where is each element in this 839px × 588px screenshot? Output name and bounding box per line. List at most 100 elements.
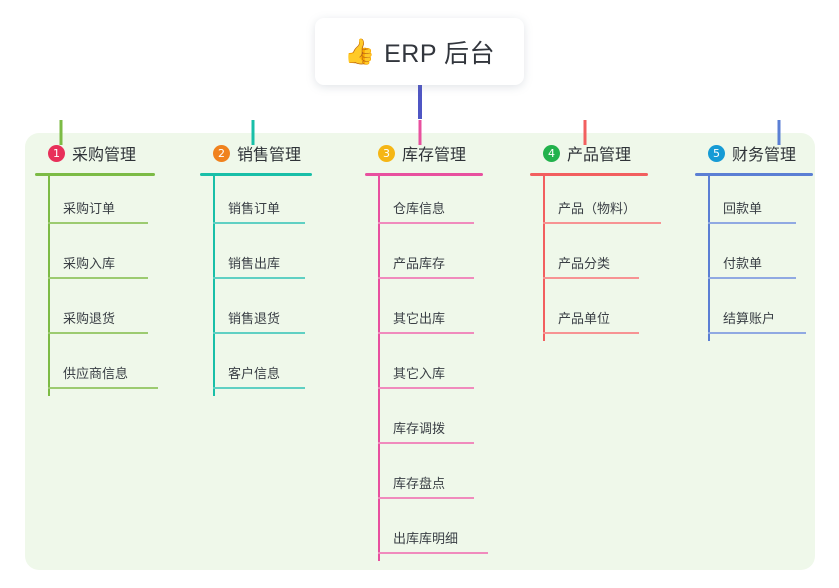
item-label: 产品单位 bbox=[558, 311, 611, 326]
item-rule bbox=[48, 332, 148, 334]
column-rule-5 bbox=[695, 173, 813, 176]
column-inventory: 3 库存管理 仓库信息 产品库存 其它出库 其它入库 bbox=[365, 133, 530, 561]
column-badge-5: 5 bbox=[708, 144, 725, 162]
column-rule-2 bbox=[200, 173, 312, 176]
root-title-card[interactable]: 👍 ERP 后台 bbox=[315, 18, 524, 85]
item-label: 仓库信息 bbox=[393, 201, 446, 216]
column-spine-1 bbox=[48, 176, 50, 396]
item-label: 产品分类 bbox=[558, 256, 611, 271]
column-purchase: 1 采购管理 采购订单 采购入库 采购退货 供应商信 bbox=[35, 133, 195, 396]
column-header-2[interactable]: 2 销售管理 bbox=[200, 133, 360, 173]
list-item[interactable]: 销售订单 bbox=[200, 176, 360, 231]
list-item[interactable]: 采购退货 bbox=[35, 286, 195, 341]
item-rule bbox=[213, 332, 305, 334]
item-rule bbox=[378, 222, 474, 224]
column-items-1: 采购订单 采购入库 采购退货 供应商信息 bbox=[35, 176, 195, 396]
item-label: 库存盘点 bbox=[393, 476, 446, 491]
item-label: 产品（物料） bbox=[558, 201, 637, 216]
column-header-3[interactable]: 3 库存管理 bbox=[365, 133, 530, 173]
item-rule bbox=[213, 277, 305, 279]
item-rule bbox=[543, 277, 639, 279]
column-items-4: 产品（物料） 产品分类 产品单位 bbox=[530, 176, 695, 341]
list-item[interactable]: 库存调拨 bbox=[365, 396, 530, 451]
column-finance: 5 财务管理 回款单 付款单 结算账户 bbox=[695, 133, 839, 341]
item-rule bbox=[378, 387, 474, 389]
column-rule-3 bbox=[365, 173, 483, 176]
column-badge-3: 3 bbox=[378, 144, 395, 162]
column-items-5: 回款单 付款单 结算账户 bbox=[695, 176, 839, 341]
item-rule bbox=[213, 222, 305, 224]
column-spine-2 bbox=[213, 176, 215, 396]
item-label: 采购退货 bbox=[63, 311, 116, 326]
thumbs-up-icon: 👍 bbox=[343, 37, 376, 66]
list-item[interactable]: 产品单位 bbox=[530, 286, 695, 341]
list-item[interactable]: 采购入库 bbox=[35, 231, 195, 286]
list-item[interactable]: 销售出库 bbox=[200, 231, 360, 286]
list-item[interactable]: 付款单 bbox=[695, 231, 839, 286]
item-label: 回款单 bbox=[723, 201, 763, 216]
column-title-1: 采购管理 bbox=[72, 147, 137, 164]
item-rule bbox=[378, 497, 474, 499]
item-rule bbox=[48, 222, 148, 224]
item-label: 其它出库 bbox=[393, 311, 446, 326]
list-item[interactable]: 其它入库 bbox=[365, 341, 530, 396]
list-item[interactable]: 出库库明细 bbox=[365, 506, 530, 561]
item-label: 付款单 bbox=[723, 256, 763, 271]
column-spine-3 bbox=[378, 176, 380, 561]
item-rule bbox=[378, 442, 474, 444]
item-rule bbox=[378, 552, 488, 554]
list-item[interactable]: 采购订单 bbox=[35, 176, 195, 231]
column-title-5: 财务管理 bbox=[732, 147, 797, 164]
list-item[interactable]: 库存盘点 bbox=[365, 451, 530, 506]
item-rule bbox=[708, 332, 806, 334]
column-header-1[interactable]: 1 采购管理 bbox=[35, 133, 195, 173]
item-label: 采购订单 bbox=[63, 201, 116, 216]
column-rule-1 bbox=[35, 173, 155, 176]
item-rule bbox=[378, 332, 474, 334]
item-label: 采购入库 bbox=[63, 256, 116, 271]
column-header-4[interactable]: 4 产品管理 bbox=[530, 133, 695, 173]
column-badge-4: 4 bbox=[543, 144, 560, 162]
list-item[interactable]: 产品分类 bbox=[530, 231, 695, 286]
item-label: 客户信息 bbox=[228, 366, 281, 381]
item-label: 销售出库 bbox=[228, 256, 281, 271]
column-badge-1: 1 bbox=[48, 144, 65, 162]
list-item[interactable]: 产品（物料） bbox=[530, 176, 695, 231]
item-rule bbox=[543, 332, 639, 334]
column-items-3: 仓库信息 产品库存 其它出库 其它入库 库存调拨 bbox=[365, 176, 530, 561]
item-label: 产品库存 bbox=[393, 256, 446, 271]
item-rule bbox=[378, 277, 474, 279]
item-rule bbox=[48, 387, 158, 389]
list-item[interactable]: 仓库信息 bbox=[365, 176, 530, 231]
list-item[interactable]: 回款单 bbox=[695, 176, 839, 231]
page-title: ERP 后台 bbox=[384, 39, 496, 68]
item-label: 销售订单 bbox=[228, 201, 281, 216]
column-title-2: 销售管理 bbox=[237, 147, 302, 164]
item-rule bbox=[48, 277, 148, 279]
item-rule bbox=[708, 222, 796, 224]
column-spine-5 bbox=[708, 176, 710, 341]
list-item[interactable]: 客户信息 bbox=[200, 341, 360, 396]
item-rule bbox=[213, 387, 305, 389]
column-items-2: 销售订单 销售出库 销售退货 客户信息 bbox=[200, 176, 360, 396]
item-label: 销售退货 bbox=[228, 311, 281, 326]
column-rule-4 bbox=[530, 173, 648, 176]
item-label: 供应商信息 bbox=[63, 366, 129, 381]
item-label: 其它入库 bbox=[393, 366, 446, 381]
list-item[interactable]: 结算账户 bbox=[695, 286, 839, 341]
list-item[interactable]: 供应商信息 bbox=[35, 341, 195, 396]
list-item[interactable]: 销售退货 bbox=[200, 286, 360, 341]
item-label: 出库库明细 bbox=[393, 531, 459, 546]
column-header-5[interactable]: 5 财务管理 bbox=[695, 133, 839, 173]
item-label: 结算账户 bbox=[723, 311, 776, 326]
column-sales: 2 销售管理 销售订单 销售出库 销售退货 客户信息 bbox=[200, 133, 360, 396]
column-product: 4 产品管理 产品（物料） 产品分类 产品单位 bbox=[530, 133, 695, 341]
item-label: 库存调拨 bbox=[393, 421, 446, 436]
column-badge-2: 2 bbox=[213, 144, 230, 162]
list-item[interactable]: 产品库存 bbox=[365, 231, 530, 286]
column-title-4: 产品管理 bbox=[567, 147, 632, 164]
list-item[interactable]: 其它出库 bbox=[365, 286, 530, 341]
item-rule bbox=[543, 222, 661, 224]
item-rule bbox=[708, 277, 796, 279]
